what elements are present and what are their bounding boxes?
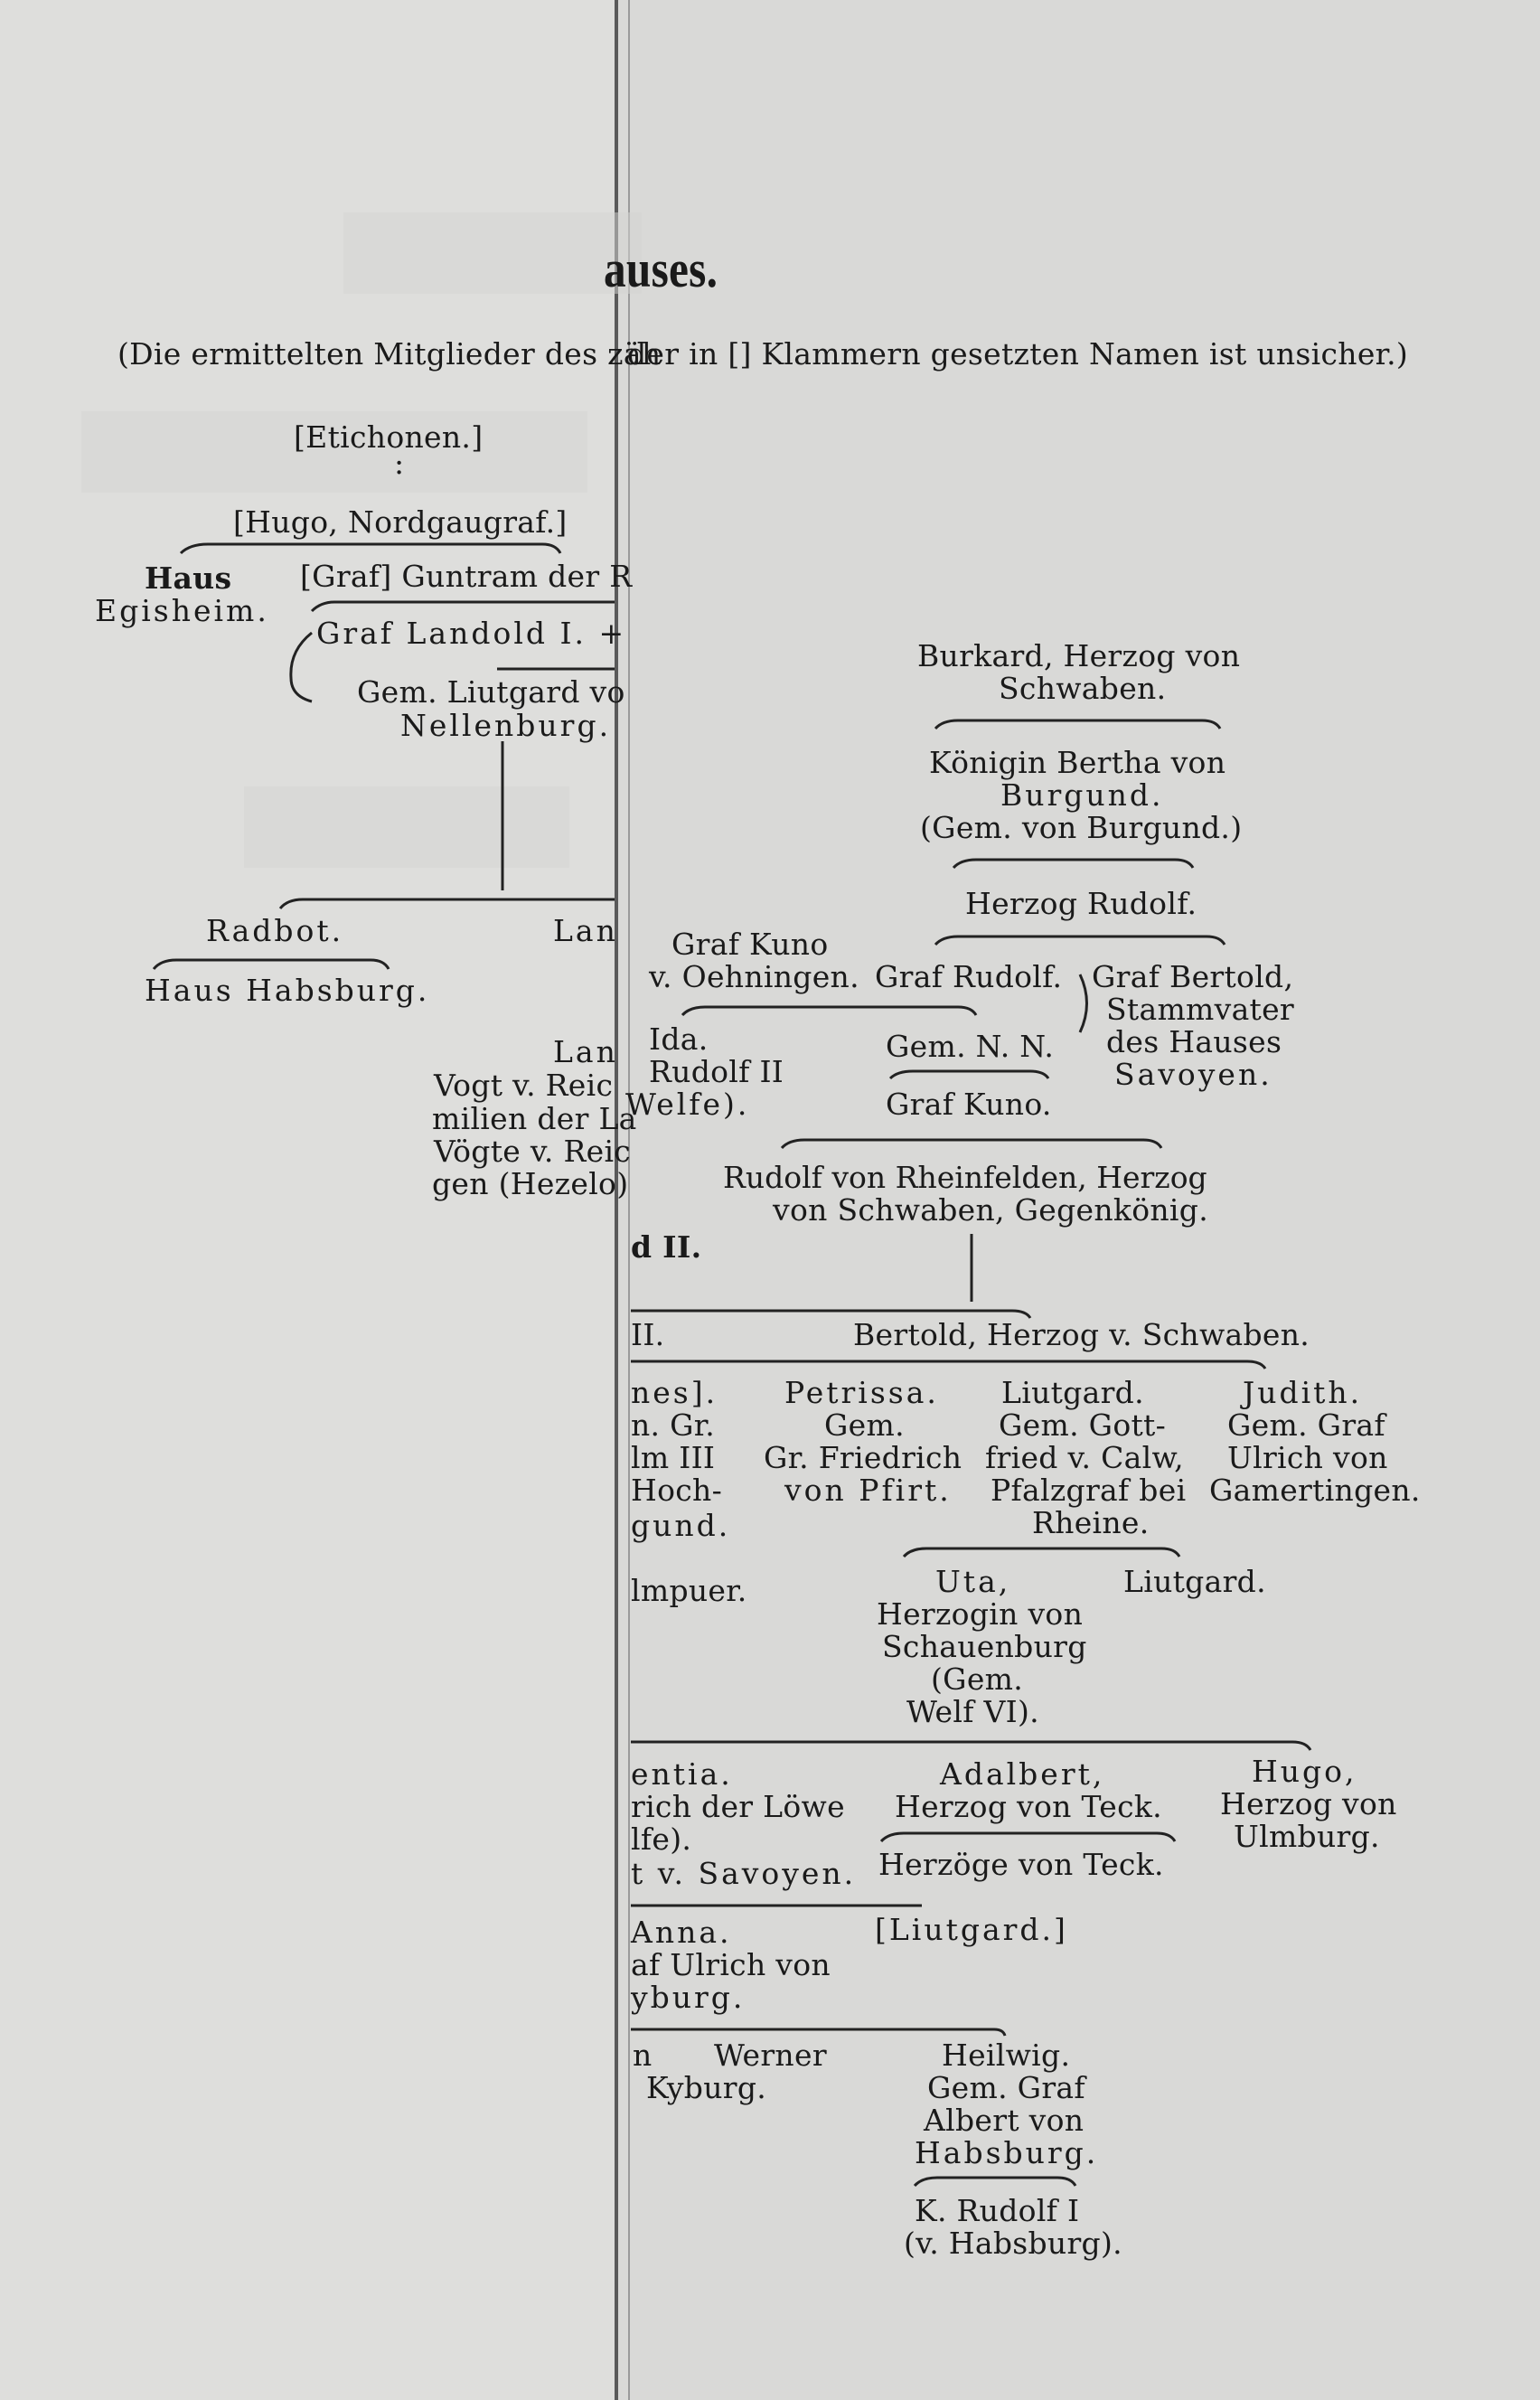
adalbert-line-1: Adalbert, xyxy=(940,1756,1105,1792)
herzog-rudolf: Herzog Rudolf. xyxy=(965,886,1197,921)
landold: Graf Landold I. + xyxy=(316,616,627,651)
uta-line-2: Herzogin von xyxy=(877,1596,1084,1632)
heilwig-line-2: Gem. Graf xyxy=(927,2070,1085,2105)
adalbert-line-2: Herzog von Teck. xyxy=(895,1789,1162,1824)
welfe: Welfe). xyxy=(625,1087,750,1122)
herzoege-teck: Herzöge von Teck. xyxy=(878,1847,1164,1882)
bertha-line-3: (Gem. von Burgund.) xyxy=(920,810,1243,845)
n-fragment: n xyxy=(633,2038,653,2073)
hugo-line-3: Ulmburg. xyxy=(1234,1819,1380,1854)
heilwig-line-3: Albert von xyxy=(924,2103,1085,2138)
liutgard-3: [Liutgard.] xyxy=(875,1912,1068,1947)
liutgard-2: Liutgard. xyxy=(1123,1564,1266,1599)
gen-hezelo: gen (Hezelo) xyxy=(432,1166,629,1201)
liutgard-vo: Gem. Liutgard vo xyxy=(357,674,625,710)
voegte-reic: Vögte v. Reic xyxy=(434,1134,632,1169)
liutgard-col-line-2: Gem. Gott- xyxy=(999,1407,1167,1443)
bleed-through-block-3 xyxy=(244,786,569,868)
nellenburg: Nellenburg. xyxy=(400,708,612,743)
radbot: Radbot. xyxy=(206,913,344,948)
uta-line-4: (Gem. xyxy=(931,1661,1024,1697)
dotted-descent: : xyxy=(394,446,405,481)
petrissa-line-1: Petrissa. xyxy=(784,1375,939,1410)
petrissa-line-4: von Pfirt. xyxy=(784,1473,952,1508)
hoch: Hoch- xyxy=(631,1473,723,1508)
gund: gund. xyxy=(631,1508,731,1543)
kyburg-a: yburg. xyxy=(631,1980,746,2015)
petrissa-line-2: Gem. xyxy=(824,1407,905,1443)
hugo-line-1: Hugo, xyxy=(1252,1754,1357,1789)
liutgard-col-line-5: Rheine. xyxy=(1032,1505,1150,1540)
kyburg: Kyburg. xyxy=(646,2070,767,2105)
egisheim-label: Egisheim. xyxy=(95,593,269,628)
n-gr: n. Gr. xyxy=(631,1407,716,1443)
bertold-schwaben: Bertold, Herzog v. Schwaben. xyxy=(853,1317,1310,1352)
v-habsburg: (v. Habsburg). xyxy=(904,2226,1122,2261)
rheinfelden-line-1: Rudolf von Rheinfelden, Herzog xyxy=(723,1160,1207,1195)
lm-iii: lm III xyxy=(631,1440,716,1475)
kuno-line-2: v. Oehningen. xyxy=(649,959,859,994)
nes: nes]. xyxy=(631,1375,718,1410)
werner: Werner xyxy=(714,2038,827,2073)
etichonen: [Etichonen.] xyxy=(294,419,484,455)
judith-line-4: Gamertingen. xyxy=(1209,1473,1421,1508)
note-left: (Die ermittelten Mitglieder des zäh xyxy=(117,336,662,372)
guntram: [Graf] Guntram der R xyxy=(300,559,633,594)
bleed-through-block-2 xyxy=(81,411,587,493)
ida: Ida. xyxy=(649,1021,709,1057)
hugo-nordgaugraf: [Hugo, Nordgaugraf.] xyxy=(233,504,568,540)
rudolf-ii: Rudolf II xyxy=(649,1054,784,1089)
judith-line-2: Gem. Graf xyxy=(1227,1407,1385,1443)
lan-1: Lan xyxy=(553,913,618,948)
haus-label: Haus xyxy=(145,560,232,596)
t-savoyen: t v. Savoyen. xyxy=(631,1856,857,1891)
right-page xyxy=(617,0,1540,2400)
d-ii: d II. xyxy=(631,1229,702,1265)
liutgard-col-line-3: fried v. Calw, xyxy=(985,1440,1184,1475)
graf-rudolf: Graf Rudolf. xyxy=(875,959,1063,994)
page-fold xyxy=(615,0,618,2400)
left-page xyxy=(0,0,617,2400)
liutgard-col-line-4: Pfalzgraf bei xyxy=(991,1473,1187,1508)
bleed-through-block-1 xyxy=(343,212,642,294)
graf-kuno: Graf Kuno. xyxy=(886,1087,1052,1122)
judith-line-3: Ulrich von xyxy=(1227,1440,1388,1475)
heilwig-line-1: Heilwig. xyxy=(942,2038,1071,2073)
rheinfelden-line-2: von Schwaben, Gegenkönig. xyxy=(773,1192,1208,1228)
note-right: der in [] Klammern gesetzten Namen ist u… xyxy=(627,336,1409,372)
burkard-line-2: Schwaben. xyxy=(999,671,1167,706)
page-title-fragment: auses. xyxy=(604,240,718,298)
bertold-line-1: Graf Bertold, xyxy=(1092,959,1294,994)
liutgard-col-line-1: Liutgard. xyxy=(1001,1375,1144,1410)
graf-ulrich: af Ulrich von xyxy=(631,1947,831,1982)
uta-line-3: Schauenburg xyxy=(882,1629,1087,1664)
heilwig-line-4: Habsburg. xyxy=(915,2135,1099,2170)
ii: II. xyxy=(631,1317,665,1352)
bertold-line-3: des Hauses xyxy=(1106,1024,1282,1059)
judith-line-1: Judith. xyxy=(1243,1375,1363,1410)
haus-habsburg: Haus Habsburg. xyxy=(145,973,430,1008)
anna: Anna. xyxy=(631,1915,732,1950)
burkard-line-1: Burkard, Herzog von xyxy=(917,638,1241,673)
uta-line-1: Uta, xyxy=(935,1564,1011,1599)
bertold-line-2: Stammvater xyxy=(1106,992,1295,1027)
uta-line-5: Welf VI). xyxy=(906,1694,1039,1729)
bertha-line-1: Königin Bertha von xyxy=(929,745,1226,780)
kuno-line-1: Graf Kuno xyxy=(671,927,829,962)
milien-la: milien der La xyxy=(432,1101,637,1136)
lmpuer: lmpuer. xyxy=(631,1575,747,1607)
welfe-2: lfe). xyxy=(631,1821,692,1857)
lmpuer-text: lmpuer. xyxy=(631,1573,747,1608)
bertold-line-4: Savoyen. xyxy=(1114,1057,1272,1092)
hugo-line-2: Herzog von xyxy=(1220,1786,1397,1821)
bertha-line-2: Burgund. xyxy=(1000,777,1164,813)
entia: entia. xyxy=(631,1756,733,1792)
vogt-reic: Vogt v. Reic xyxy=(434,1068,614,1103)
lan-2: Lan xyxy=(553,1034,618,1069)
heinrich-loewe: rich der Löwe xyxy=(631,1789,845,1824)
petrissa-line-3: Gr. Friedrich xyxy=(764,1440,963,1475)
gem-nn: Gem. N. N. xyxy=(886,1029,1055,1064)
k-rudolf: K. Rudolf I xyxy=(915,2193,1080,2228)
page-fold-shadow xyxy=(628,0,630,2400)
